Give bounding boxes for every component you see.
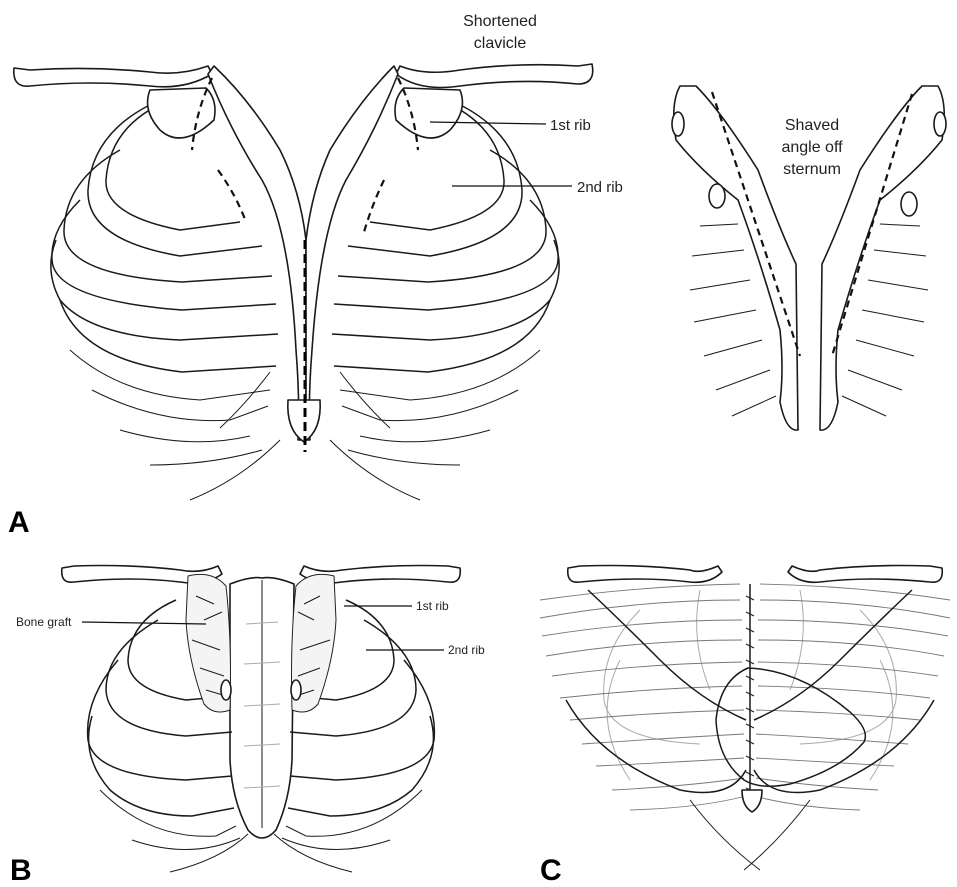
first-rib-label-b: 1st rib [416,599,449,613]
right-clavicle [396,64,593,88]
right-sternum-half [306,66,398,440]
panel-c-drawing: C [540,566,950,887]
second-rib-label-a: 2nd rib [577,179,623,196]
panel-b-drawing: Bone graft 1st rib 2nd rib B [10,566,485,887]
second-rib-label-b: 2nd rib [448,643,485,657]
right-pectoralis-flap [754,584,950,810]
panel-b-letter: B [10,854,32,887]
shortened-clavicle-label-1: Shortened [463,13,537,30]
xiphoid-c [742,790,762,812]
right-clavicle-c [788,566,942,583]
shaved-label-2: angle off [781,139,843,156]
panel-c-letter: C [540,854,562,887]
left-pectoralis-flap [540,584,746,810]
xiphoid [288,400,320,442]
left-shaved-half [674,86,798,430]
panel-a-letter: A [8,506,30,539]
left-second-rib-osteotomy [218,170,246,222]
shaved-label-3: sternum [783,161,841,178]
shaved-sternum-drawing: Shaved angle off sternum [672,86,946,430]
bone-graft-label: Bone graft [16,615,72,629]
left-clavicle-c [568,566,722,583]
left-sternum-half [208,66,306,440]
right-shaved-half [820,86,944,430]
panel-a-drawing: Shortened clavicle 1st rib 2nd rib A [8,13,623,539]
first-rib-label-a: 1st rib [550,117,591,134]
shortened-clavicle-label-2: clavicle [474,35,527,52]
right-ribcage [330,88,559,500]
left-clavicle [14,66,212,87]
shaved-label-1: Shaved [785,117,839,134]
